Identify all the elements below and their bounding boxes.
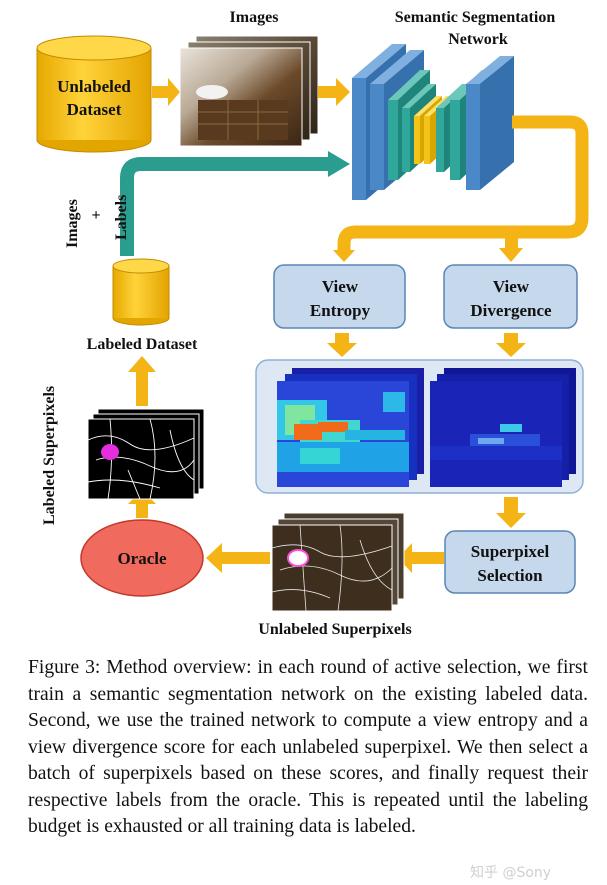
oracle-label: Oracle	[117, 549, 167, 568]
score-maps-panel	[255, 359, 584, 494]
method-overview-diagram: Unlabeled Dataset Images Semantic Segmen…	[36, 9, 589, 638]
oracle-node: Oracle	[80, 519, 204, 597]
arrow-to-divergence-head	[499, 248, 523, 262]
arrow-superpixels-to-labeled-dataset	[128, 356, 156, 406]
superpixel-selection-box: Superpixel Selection	[444, 530, 576, 594]
labeled-dataset-cylinder	[112, 258, 170, 326]
view-entropy-label-2: Entropy	[310, 301, 371, 320]
view-divergence-label-1: View	[493, 277, 530, 296]
arrow-divergence-to-map	[496, 333, 526, 357]
images-plus-labels: Images + Labels	[64, 195, 130, 248]
arrow-network-to-views	[337, 115, 589, 252]
arrow-entropy-to-map	[327, 333, 357, 357]
unlabeled-dataset-cylinder: Unlabeled Dataset	[36, 35, 152, 153]
view-divergence-box: View Divergence	[443, 264, 578, 329]
images-stack	[179, 35, 319, 147]
arrow-labeled-to-network-head	[328, 151, 350, 177]
unlabeled-superpixels-stack	[271, 512, 405, 612]
arrow-images-to-network	[318, 78, 350, 106]
unlabeled-superpixels-label: Unlabeled Superpixels	[258, 621, 411, 638]
labeled-dataset-label: Labeled Dataset	[87, 336, 198, 353]
view-entropy-box: View Entropy	[273, 264, 406, 329]
images-label: Images	[230, 9, 279, 26]
images-plus-labels-plus: +	[91, 207, 100, 224]
figure-caption: Figure 3: Method overview: in each round…	[28, 657, 588, 837]
superpixel-selection-label-1: Superpixel	[471, 542, 550, 561]
network-label-line2: Network	[448, 31, 508, 48]
network-label-line1: Semantic Segmentation	[395, 9, 556, 26]
view-entropy-label-1: View	[322, 277, 359, 296]
arrow-superpixels-to-oracle	[206, 543, 270, 573]
images-plus-labels-images: Images	[64, 199, 81, 248]
arrow-labeled-to-network	[120, 157, 330, 256]
arrow-dataset-to-images	[152, 78, 180, 106]
view-divergence-label-2: Divergence	[470, 301, 552, 320]
divergence-map	[430, 381, 562, 487]
labeled-superpixels-stack	[87, 408, 205, 500]
arrow-maps-to-selection	[496, 497, 526, 528]
superpixel-selection-label-2: Selection	[477, 566, 543, 585]
segmentation-network	[352, 44, 514, 200]
labeled-superpixels-label: Labeled Superpixels	[41, 386, 58, 525]
arrow-selection-to-superpixels	[398, 543, 444, 573]
arrow-to-entropy-head	[333, 250, 355, 262]
images-plus-labels-labels: Labels	[113, 195, 130, 240]
unlabeled-dataset-label-2: Dataset	[67, 100, 122, 119]
unlabeled-dataset-label-1: Unlabeled	[57, 77, 131, 96]
watermark: 知乎 @Sony	[470, 865, 552, 881]
entropy-map	[277, 381, 409, 487]
